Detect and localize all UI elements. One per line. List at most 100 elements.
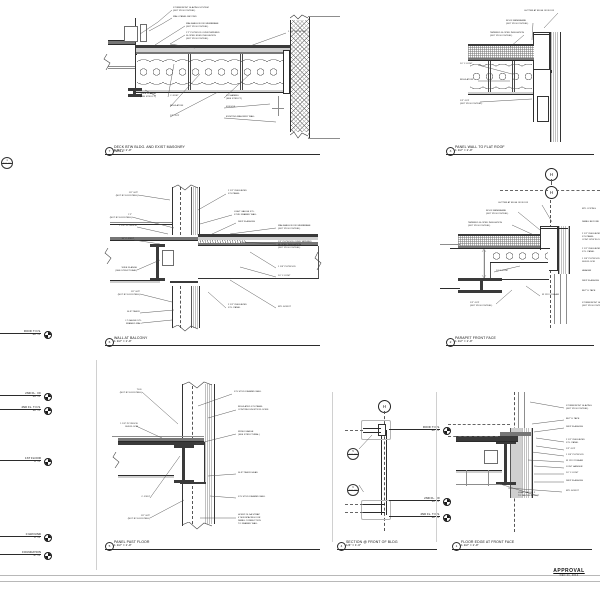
detail-5-drawing: T.F.F. (NOT BY ECOSTEEL) 1 1/8" PLYWOOD … xyxy=(100,372,340,532)
key-bubble-sheet: ECO-100 xyxy=(349,490,357,493)
mtl-soffit xyxy=(456,471,502,473)
stud-framed-wall-upper xyxy=(172,187,192,235)
level-symbol-icon xyxy=(443,514,451,522)
beam-web xyxy=(480,280,483,290)
tapered-sloped-insulation xyxy=(468,46,534,58)
detail-7-note-3: 1'2" PLYWOOD OVER TAPERED SLOPED RIGID I… xyxy=(186,32,220,40)
detail-6-note-8: 2 1/2" INSULATED STL PANEL xyxy=(228,190,247,195)
insulated-panel-wall xyxy=(550,32,561,142)
detail-4-scale: 1/4" = 1'-0" xyxy=(346,543,362,548)
level-symbol-icon xyxy=(443,498,451,506)
detail-1-note-4: 1/2" GYP xyxy=(566,448,576,450)
detail-key-bubble[interactable]: 5 ECO-100 xyxy=(347,448,359,460)
detail-callout-boundary xyxy=(361,500,391,520)
detail-2-scale: 1 1/2" = 1'-0" xyxy=(455,339,473,344)
grid-centerline xyxy=(383,411,385,531)
detail-3-note-1: ROOF MEMBRANE (NOT BY ECOSTEEL) xyxy=(506,20,529,25)
leader-lines xyxy=(499,401,565,497)
beam-web xyxy=(504,444,507,482)
level-label: 2ND FL. T.O.S. xyxy=(21,404,41,409)
leader-lines xyxy=(135,391,237,519)
panel-below xyxy=(537,96,549,122)
detail-7-scale: 1 1/2" = 1'-0" xyxy=(114,148,132,153)
break-symbol-icon xyxy=(104,248,112,264)
leader-lines xyxy=(139,9,287,123)
detail-6-note-2: 1 1/8" PLYWOOD xyxy=(119,225,137,227)
grid-bubble-H: H xyxy=(378,400,391,413)
key-bubble-number: 6 xyxy=(352,485,354,489)
detail-2-note-9: 2 1/2" INSULATED STL. PANEL xyxy=(582,248,600,253)
detail-5-note-2: C JOIST xyxy=(141,496,150,498)
break-symbol-icon xyxy=(182,522,212,530)
detail-7-note-5: WIDE FLANGE (SEE STRUCT.) xyxy=(139,93,156,98)
wide-flange-web xyxy=(182,447,185,481)
detail-5-note-0: T.F.F. (NOT BY ECOSTEEL) xyxy=(119,389,142,394)
insulated-panel-continuous xyxy=(204,384,215,524)
level-label: 2ND FL. FF xyxy=(25,390,41,395)
detail-1-note-10: LIGHT GAUGE Z TO FASTEN SOFFIT xyxy=(518,492,539,497)
level-symbol-icon xyxy=(443,427,451,435)
batt-insulation xyxy=(137,54,289,90)
leader-lines xyxy=(358,434,373,492)
beam-top-flange xyxy=(496,442,516,444)
drip-flashing xyxy=(198,239,246,243)
detail-2-note-10: 1 1/8" PLYWOOD SUB FLOOR xyxy=(582,258,600,263)
slip-track xyxy=(170,281,198,283)
detail-1-note-9: DRIP FLASHING xyxy=(566,480,584,482)
level-symbol-icon xyxy=(44,534,52,542)
detail-1-note-5: 1 1/8" PLYWOOD xyxy=(566,454,584,456)
level-elevation: 18' - 0" xyxy=(32,409,41,413)
soffit-box xyxy=(490,263,549,280)
detail-5-note-8: STL STUD FRAMED WALL xyxy=(238,496,266,498)
break-symbol-icon xyxy=(182,381,212,389)
detail-7-number: 7 xyxy=(105,147,114,156)
detail-1-note-8: 10" C JOIST xyxy=(566,472,579,474)
sloped-insulation xyxy=(198,236,318,240)
detail-7-name: DECK BTW BLDG. AND EXIST MASONRY WALL xyxy=(114,145,185,154)
detail-7-note-10: 4X4 HSS xyxy=(226,106,236,108)
lt-gauge-framed-wall xyxy=(172,286,192,328)
detail-6-note-11: WALKABLE ROOF MEMBRANE (NOT BY ECOSTEEL) xyxy=(278,225,311,230)
detail-2-drawing: H xyxy=(440,178,600,330)
detail-7-note-8: 1/2" GYP xyxy=(170,115,180,117)
detail-1-name: FLOOR EDGE AT FRONT FACE xyxy=(461,540,515,544)
detail-6-note-7: LT GAUGE STL. FRAMED WALL xyxy=(125,320,142,325)
stl-stud-framed-wall-upper xyxy=(182,384,205,442)
detail-6-note-4: WIDE FLANGE (SEE STRUCTURAL) xyxy=(115,267,137,272)
detail-5-note-3: 1/2" GYP (NOT BY ECOSTEEL) xyxy=(127,515,150,520)
connection-plate xyxy=(162,250,174,266)
detail-2-note-8: 2 1/2" INSULATED STL PANEL CONT. BTW FLO… xyxy=(582,233,600,241)
beam-bottom-flange xyxy=(458,290,502,293)
detail-1-note-3: 2 1/2" INSULATED STL. PANEL xyxy=(566,439,585,444)
detail-4-drawing: H 5 ECO-100 6 ECO-100 xyxy=(345,392,465,537)
wide-flange-top xyxy=(128,88,142,91)
break-symbol-icon xyxy=(314,252,322,270)
detail-7-note-6: C JOIST xyxy=(170,95,179,97)
detail-5-note-9: HORIZ 24 GA STRAP 4' MIN SPACING FOR PAN… xyxy=(238,514,261,525)
leader-lines xyxy=(493,204,553,305)
gypsum-board xyxy=(135,90,290,92)
approval-date: DEC 21, 2012 xyxy=(559,574,579,577)
level-label: FOUNDATION xyxy=(22,549,41,554)
wide-flange-web xyxy=(156,246,159,280)
detail-5-number: 5 xyxy=(105,542,114,551)
detail-5-note-4: STL STUD FRAMED WALL xyxy=(234,391,262,393)
detail-6-note-3: 10" C JOIST xyxy=(121,238,134,240)
detail-6-note-0: 1/2" GYP (NOT BY ECOSTEEL) xyxy=(115,192,138,197)
detail-7-note-9: C-CHANNEL (SEE STRUCT.) xyxy=(226,95,243,100)
detail-7-note-7: INSULATION xyxy=(170,105,184,107)
break-symbol-icon xyxy=(103,54,111,70)
detail-2-note-1: ROOF MEMBRANE (NOT BY ECOSTEEL) xyxy=(486,210,509,215)
detail-2-note-2: TAPERED SLOPED INSULATION (NOT BY ECOSTE… xyxy=(468,222,502,227)
floor-topping xyxy=(118,442,204,445)
detail-1-number: 1 xyxy=(452,542,461,551)
roof-membrane xyxy=(468,44,534,46)
break-symbol-icon xyxy=(172,184,198,191)
level-elevation: -2' - 0" xyxy=(33,554,41,558)
plywood-sheathing xyxy=(135,51,290,54)
plywood xyxy=(198,242,318,245)
detail-key-bubble[interactable]: 6 ECO-100 xyxy=(347,484,359,496)
break-line-bottom xyxy=(290,132,308,140)
detail-key-bubble-clipped[interactable]: 1 ECO-100 xyxy=(1,157,13,169)
